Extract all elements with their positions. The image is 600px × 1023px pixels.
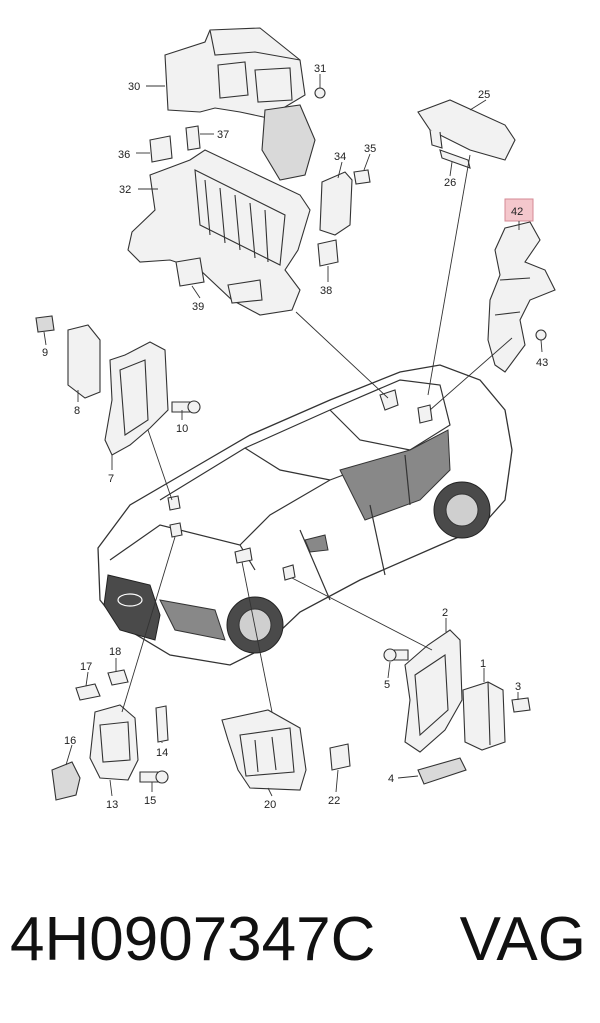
part-35-relay xyxy=(353,169,371,185)
part-31-nut xyxy=(314,87,326,99)
car-body xyxy=(97,364,513,666)
callout-32: 32 xyxy=(119,184,131,196)
part-39-relay xyxy=(175,257,205,287)
location-marker-d xyxy=(169,522,183,538)
parts-diagram: 30 31 37 36 32 34 35 38 39 25 26 42 43 9… xyxy=(35,27,556,811)
bottom-right-parts xyxy=(383,629,531,785)
bottom-left-parts xyxy=(51,669,169,801)
callout-7: 7 xyxy=(108,473,114,485)
left-relay-parts xyxy=(35,315,201,456)
callout-39: 39 xyxy=(192,301,204,313)
part-30-cap xyxy=(261,104,316,181)
callout-42: 42 xyxy=(511,206,523,218)
callout-37: 37 xyxy=(217,129,229,141)
part-16-connector xyxy=(51,761,81,801)
part-17-relay xyxy=(75,683,101,701)
callout-13: 13 xyxy=(106,799,118,811)
callout-31: 31 xyxy=(314,63,326,75)
callout-34: 34 xyxy=(334,151,346,163)
part-14-bracket xyxy=(155,705,169,743)
relay-carrier-assembly-top xyxy=(127,27,371,316)
part-38-relay xyxy=(317,239,339,267)
part-1-module xyxy=(462,681,506,751)
part-18-relay xyxy=(107,669,129,686)
part-34-cover xyxy=(319,171,353,236)
callout-20: 20 xyxy=(264,799,276,811)
part-36-relay xyxy=(149,135,173,163)
location-marker-b xyxy=(417,404,433,424)
callout-3: 3 xyxy=(515,681,521,693)
callout-25: 25 xyxy=(478,89,490,101)
car-illustration xyxy=(97,364,513,666)
part-22-relay xyxy=(329,743,351,771)
callout-16: 16 xyxy=(64,735,76,747)
bottom-center-parts xyxy=(221,709,351,791)
callout-labels: 30 31 37 36 32 34 35 38 39 25 26 42 43 9… xyxy=(42,63,548,811)
callout-8: 8 xyxy=(74,405,80,417)
callout-15: 15 xyxy=(144,795,156,807)
footer-caption: 4H0907347C VAG xyxy=(0,895,600,985)
callout-14: 14 xyxy=(156,747,168,759)
callout-30: 30 xyxy=(128,81,140,93)
callout-43: 43 xyxy=(536,357,548,369)
callout-35: 35 xyxy=(364,143,376,155)
callout-1: 1 xyxy=(480,658,486,670)
part-9-connector xyxy=(35,315,55,333)
callout-38: 38 xyxy=(320,285,332,297)
callout-36: 36 xyxy=(118,149,130,161)
callout-2: 2 xyxy=(442,607,448,619)
callout-10: 10 xyxy=(176,423,188,435)
brand-label: VAG xyxy=(459,905,586,974)
part-43-nut xyxy=(535,329,547,341)
part-10-bolt xyxy=(171,401,191,413)
callout-9: 9 xyxy=(42,347,48,359)
part-26-bracket xyxy=(439,149,471,169)
part-number-label: 4H0907347C xyxy=(10,905,376,974)
location-marker-f xyxy=(282,564,296,581)
part-3-relay xyxy=(511,697,531,713)
callout-4: 4 xyxy=(388,773,394,785)
car-grille xyxy=(103,574,161,641)
part-42-bracket xyxy=(487,221,556,373)
car-windows xyxy=(339,429,451,521)
part-25-module xyxy=(417,99,516,161)
location-marker-e xyxy=(234,547,253,564)
callout-26: 26 xyxy=(444,177,456,189)
part-8-cover xyxy=(67,324,101,399)
part-4-connector xyxy=(417,757,467,785)
callout-5: 5 xyxy=(384,679,390,691)
part-37-clip xyxy=(185,125,201,151)
module-bracket-top-right xyxy=(417,99,556,373)
callout-22: 22 xyxy=(328,795,340,807)
callout-17: 17 xyxy=(80,661,92,673)
leader-lines xyxy=(43,74,543,797)
callout-18: 18 xyxy=(109,646,121,658)
part-15-bolt xyxy=(139,771,159,783)
location-marker-c xyxy=(167,495,181,511)
